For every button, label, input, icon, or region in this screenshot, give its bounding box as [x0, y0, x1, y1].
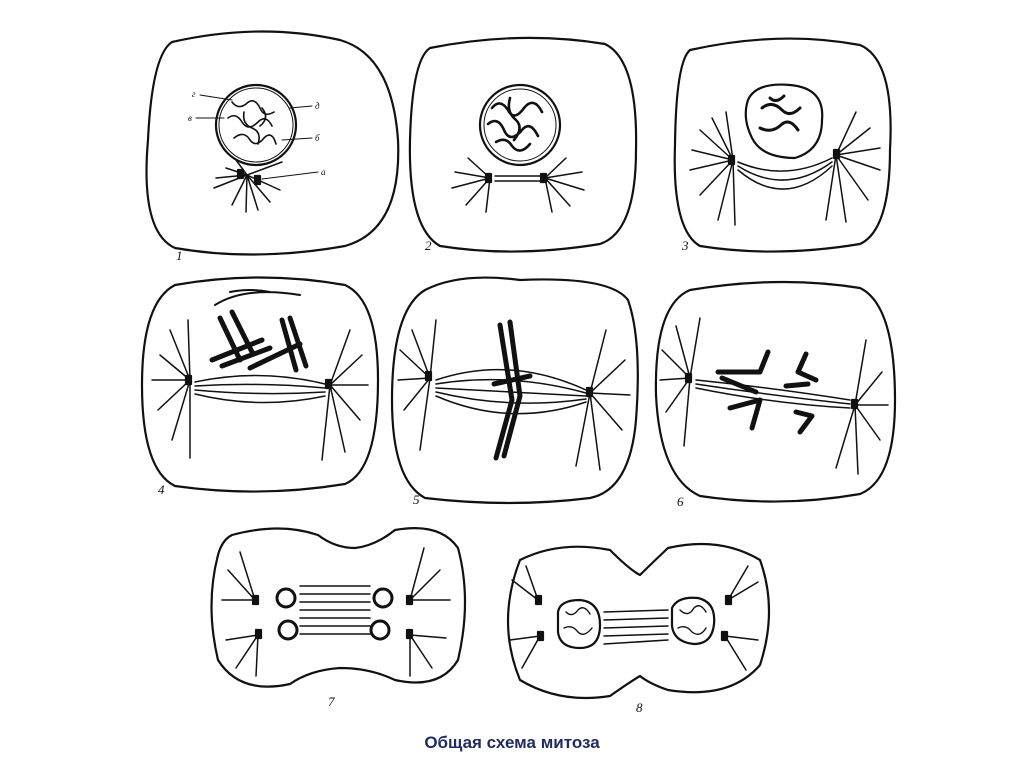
annotation-g: г	[192, 89, 196, 99]
cell-stage-6	[656, 282, 895, 502]
cell-stage-5	[392, 278, 638, 503]
figure-caption: Общая схема митоза	[0, 733, 1024, 753]
annotation-a: а	[321, 167, 326, 177]
annotation-b: б	[315, 133, 320, 143]
cell-stage-7	[212, 528, 466, 687]
cell-stage-2	[410, 38, 636, 252]
stage-label-3: 3	[681, 238, 689, 253]
cell-stage-8	[508, 544, 769, 698]
stage-label-7: 7	[328, 694, 335, 709]
annotation-v: в	[188, 113, 192, 123]
stage-label-1: 1	[176, 248, 183, 263]
stage-label-2: 2	[425, 238, 432, 253]
stage-label-8: 8	[636, 700, 643, 715]
cell-stage-1: г в д б а	[147, 31, 399, 254]
stage-label-6: 6	[677, 494, 684, 509]
cell-stage-3	[675, 39, 891, 252]
cell-stage-4	[142, 278, 378, 492]
stage-label-4: 4	[158, 482, 165, 497]
stage-label-5: 5	[413, 492, 420, 507]
annotation-d: д	[315, 101, 320, 111]
